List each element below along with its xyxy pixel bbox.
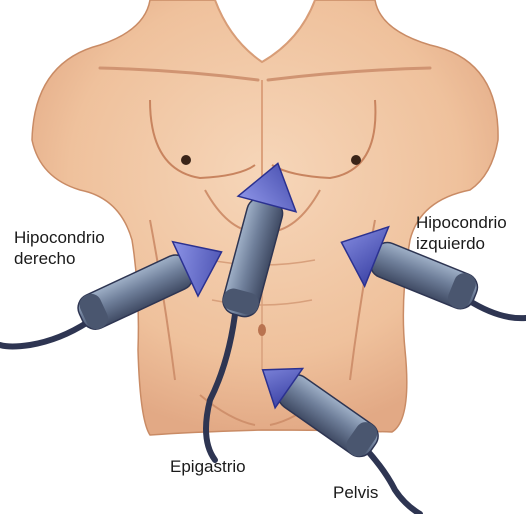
label-hipocondrio-izquierdo-line1: Hipocondrio bbox=[416, 212, 507, 233]
label-hipocondrio-izquierdo-line2: izquierdo bbox=[416, 233, 507, 254]
label-hipocondrio-izquierdo: Hipocondrio izquierdo bbox=[416, 212, 507, 254]
label-hipocondrio-derecho-line1: Hipocondrio bbox=[14, 227, 105, 248]
label-epigastrio: Epigastrio bbox=[170, 456, 246, 477]
label-hipocondrio-derecho: Hipocondrio derecho bbox=[14, 227, 105, 269]
label-hipocondrio-derecho-line2: derecho bbox=[14, 248, 105, 269]
nipple-right bbox=[181, 155, 191, 165]
label-pelvis: Pelvis bbox=[333, 482, 378, 503]
nipple-left bbox=[351, 155, 361, 165]
